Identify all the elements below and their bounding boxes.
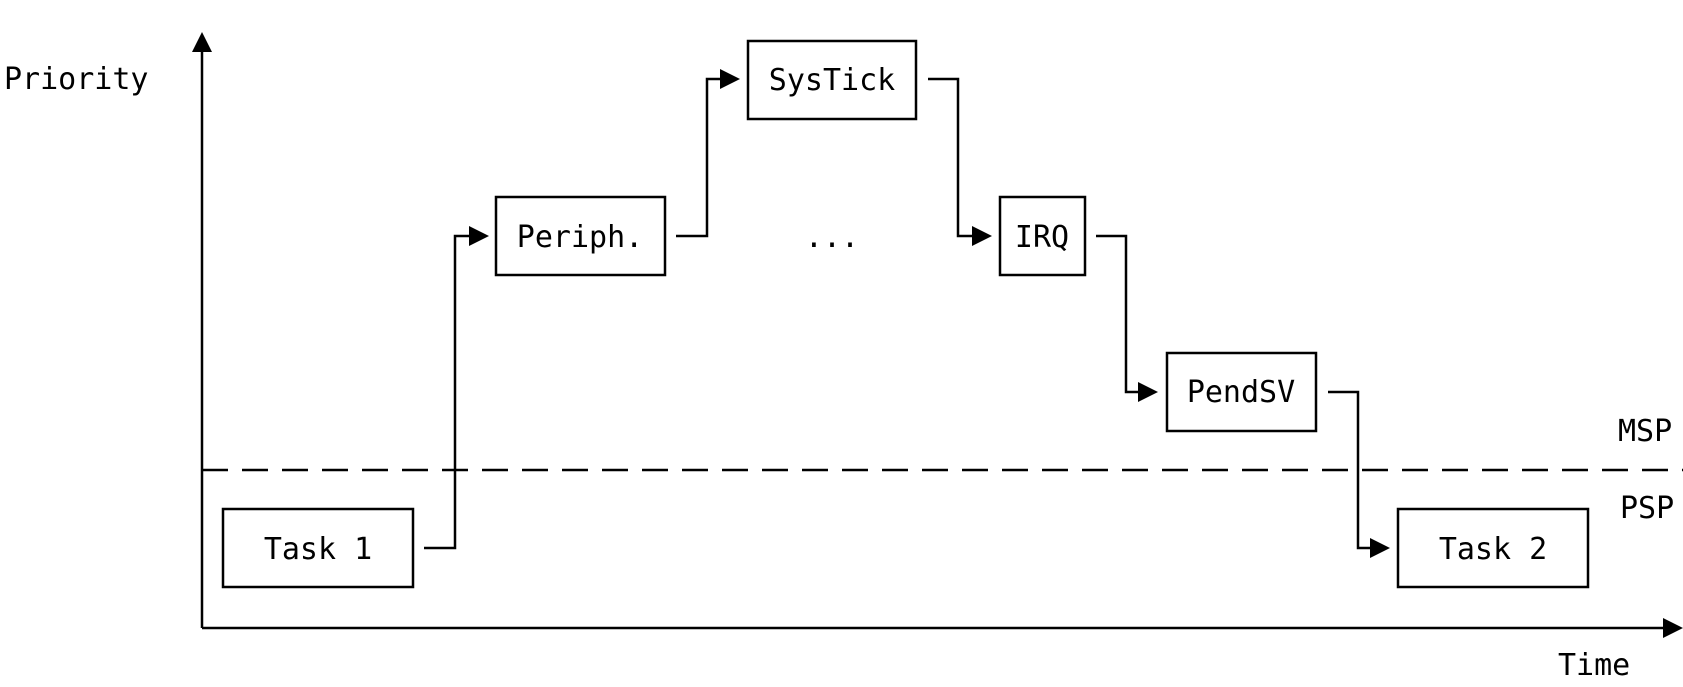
x-axis-arrowhead [1663, 618, 1683, 638]
ellipsis-more-interrupts: ... [805, 220, 859, 255]
connector-pendsv-to-task2 [1328, 390, 1370, 550]
block-task1-label: Task 1 [264, 532, 372, 567]
block-task2: Task 2 [1396, 507, 1590, 589]
connector-task1-to-periph [424, 234, 470, 550]
block-periph-label: Periph. [517, 220, 643, 255]
psp-label: PSP [1620, 491, 1674, 526]
connector-irq-to-pendsv [1096, 234, 1138, 394]
connector-periph-to-systick [676, 77, 720, 238]
arrowhead-irq [972, 226, 992, 246]
y-axis-label: Priority [4, 62, 149, 97]
x-axis-label: Time [1558, 648, 1630, 683]
arrowhead-task2 [1370, 538, 1390, 558]
block-irq: IRQ [998, 195, 1087, 277]
block-pendsv-label: PendSV [1187, 375, 1295, 410]
y-axis-arrowhead [192, 32, 212, 52]
msp-label: MSP [1618, 414, 1672, 449]
arrowhead-systick [720, 69, 740, 89]
block-task2-label: Task 2 [1439, 532, 1547, 567]
connector-systick-to-irq [928, 77, 972, 238]
block-irq-label: IRQ [1015, 220, 1069, 255]
block-systick-label: SysTick [769, 63, 895, 98]
arrowhead-periph [469, 226, 489, 246]
block-pendsv: PendSV [1165, 351, 1318, 433]
block-task1: Task 1 [221, 507, 415, 589]
block-periph: Periph. [494, 195, 667, 277]
arrowhead-pendsv [1138, 382, 1158, 402]
block-systick: SysTick [746, 39, 918, 121]
